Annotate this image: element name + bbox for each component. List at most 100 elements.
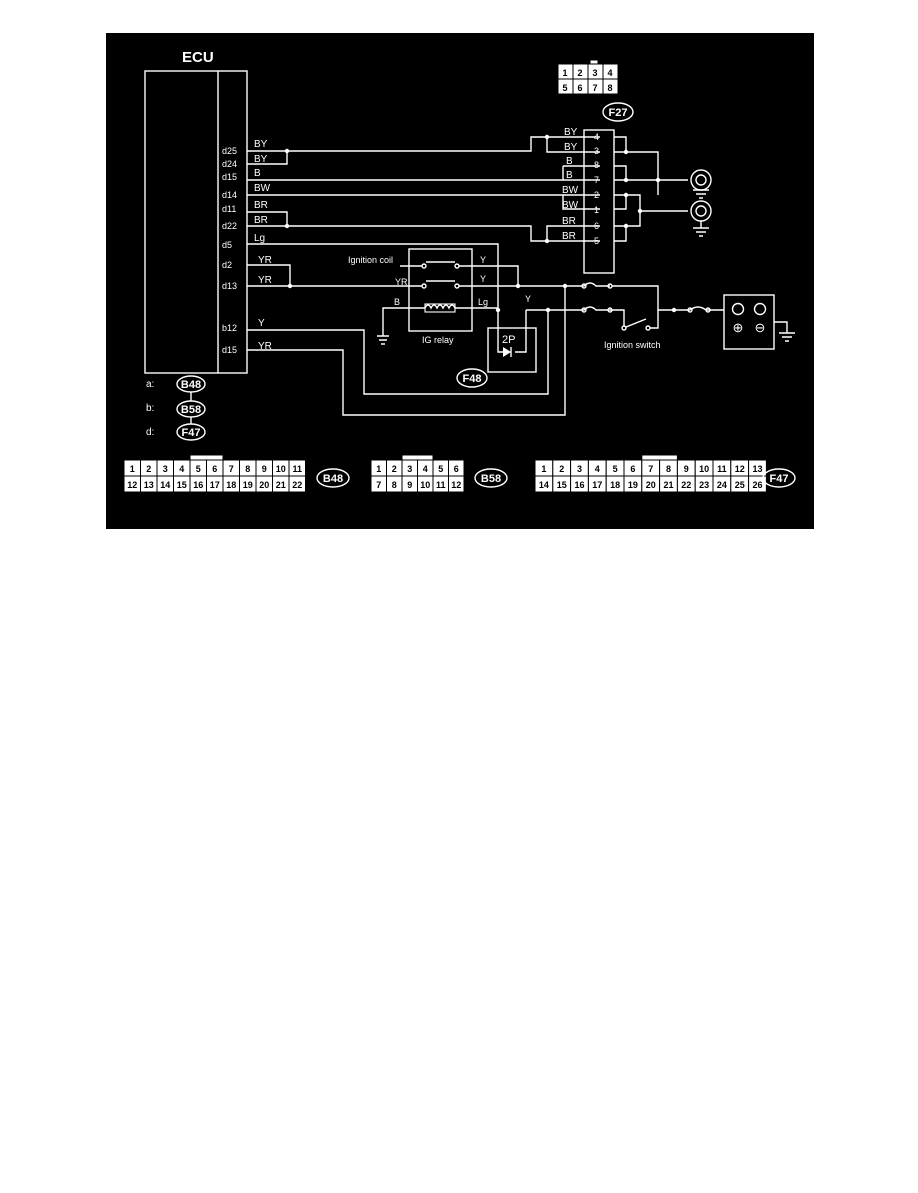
wire-y-b12 [247, 309, 549, 395]
wire-color-label: YR [258, 255, 272, 266]
b48-pin-number: 7 [229, 464, 234, 474]
wire-yr [247, 264, 400, 287]
fuse-terminal [705, 307, 711, 313]
f27-pin: 5 [594, 236, 599, 246]
ecu-pin: d15 [222, 172, 237, 182]
junction-dot [515, 283, 521, 289]
b58-pin-cell [448, 475, 465, 493]
ecu-pin: d2 [222, 260, 232, 270]
f47-pin-number: 16 [574, 480, 584, 490]
connector-legend: a: B48 b: B58 d: F47 [146, 375, 206, 441]
wire-color-label: BR [254, 215, 268, 226]
b48-pin-number: 20 [259, 480, 269, 490]
f47-pin-number: 2 [559, 464, 564, 474]
wire-b [247, 165, 600, 181]
relay-wire-label: Y [480, 274, 486, 284]
f27-wire-labels: BY BY B B BW BW BR BR [562, 127, 579, 242]
diode-block [487, 327, 537, 373]
wire-yr-d15 [247, 286, 566, 416]
b48-pin-number: 8 [245, 464, 250, 474]
battery-terminal [731, 302, 745, 316]
junction-dot [284, 148, 290, 154]
legend-prefix: a: [146, 379, 154, 390]
ground-icon [693, 189, 709, 199]
junction-dot [655, 177, 661, 183]
f47-pin-number: 3 [577, 464, 582, 474]
wire-color-label: B [254, 168, 261, 179]
switch-feed [612, 309, 625, 326]
wire-color-label: BW [254, 183, 271, 194]
b48-pin-number: 21 [276, 480, 286, 490]
f27-wire-color: BR [562, 231, 576, 242]
f27-pin: 4 [594, 132, 599, 142]
junction-dot [623, 177, 629, 183]
diode-wires [497, 310, 527, 353]
b48-pin-number: 19 [243, 480, 253, 490]
f48-badge [456, 368, 488, 388]
b58-pin-number: 11 [436, 480, 446, 490]
ecu-wire-labels: BY BY B BW BR BR Lg YR YR Y YR [254, 139, 272, 352]
sensor-output-wires [614, 136, 688, 242]
fuse-icon [565, 282, 610, 287]
legend-prefix: d: [146, 427, 154, 438]
junction-dot [637, 208, 643, 214]
fuse-terminal [687, 307, 693, 313]
b58-label: B58 [481, 473, 501, 485]
battery-ground-icon [774, 321, 795, 342]
ecu-pin: d24 [222, 159, 237, 169]
b48-pin-number: 9 [262, 464, 267, 474]
ecu-pin: d14 [222, 190, 237, 200]
ecu-pin: d25 [222, 146, 237, 156]
relay-coil-icon [420, 304, 462, 310]
sensor-wires [247, 134, 600, 244]
ig-relay-block [408, 248, 473, 332]
relay-ground-icon [377, 307, 420, 345]
b58-latch [401, 454, 434, 461]
b48-badge [316, 468, 350, 488]
wire-by-split [546, 136, 563, 153]
f47-pin-number: 15 [557, 480, 567, 490]
f27-wire-color: BR [562, 216, 576, 227]
wire-color-label: YR [258, 341, 272, 352]
b48-latch [189, 454, 224, 461]
diode-icon [503, 347, 511, 357]
f47-pin-number: 5 [613, 464, 618, 474]
f47-pin-number: 10 [699, 464, 709, 474]
wire-color-label: YR [258, 275, 272, 286]
f47-pin-number: 23 [699, 480, 709, 490]
fuse-terminal [581, 307, 587, 313]
b48-pin-number: 2 [146, 464, 151, 474]
f27-face-pin: 2 [577, 68, 582, 78]
junction-dot [623, 192, 629, 198]
b58-pin-number: 1 [376, 464, 381, 474]
relay-wire-label: YR [395, 277, 408, 287]
wire-br [247, 211, 600, 242]
wire-color-label: Lg [254, 233, 265, 244]
relay-wires [400, 265, 565, 287]
f47-latch [641, 454, 678, 461]
f27-face-pin: 1 [562, 68, 567, 78]
fuse-icon [548, 306, 612, 311]
b48-pin-number: 15 [177, 480, 187, 490]
f47-pin-number: 12 [735, 464, 745, 474]
battery-terminal [753, 302, 767, 316]
knock-sensor-icon [690, 169, 712, 199]
battery-plus: ⊕ [733, 320, 744, 335]
fuse-network [548, 282, 724, 331]
b58-pin-number: 9 [407, 480, 412, 490]
b58-pin-number: 6 [454, 464, 459, 474]
f47-pin-number: 21 [663, 480, 673, 490]
b48-pin-number: 18 [226, 480, 236, 490]
b48-pin-number: 4 [179, 464, 184, 474]
knock-sensor-icon [690, 200, 712, 237]
legend-badge [176, 423, 206, 441]
ecu-pin: d15 [222, 345, 237, 355]
relay-wire-label: Y [480, 255, 486, 265]
legend-connector: B58 [181, 404, 201, 416]
f47-badge [762, 468, 796, 488]
f47-pin-number: 8 [666, 464, 671, 474]
b48-pin-number: 12 [127, 480, 137, 490]
ecu-block [144, 70, 248, 374]
wire-bw [247, 194, 600, 210]
